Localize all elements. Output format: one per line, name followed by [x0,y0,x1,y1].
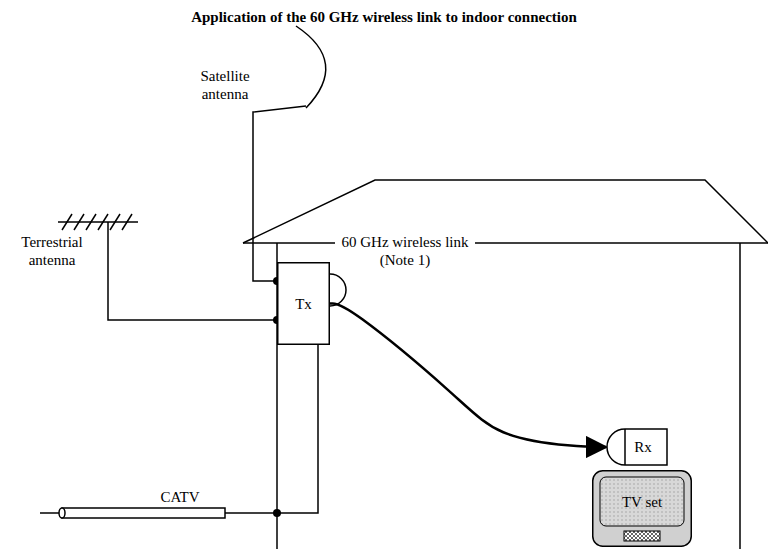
house-outline [243,180,768,549]
text-label: Terrestrial antenna [6,233,98,269]
receiver-box: Rx [606,428,668,466]
text-label: CATV [150,488,210,506]
wireless-link-arrow [330,304,606,448]
satellite-dish [253,26,326,281]
catv-cable [40,345,318,518]
terrestrial-antenna [58,214,277,320]
link-label: 60 GHz wireless link (Note 1) [335,233,475,269]
transmitter-box: Tx [277,262,330,345]
node-text: Rx [634,438,652,456]
node-text: TV set [622,493,662,511]
title: Application of the 60 GHz wireless link … [0,8,768,26]
node-text: Tx [295,295,312,313]
horn-antenna [330,274,346,306]
tv-set: TV set [592,470,692,547]
text-label: Satellite antenna [185,67,265,103]
